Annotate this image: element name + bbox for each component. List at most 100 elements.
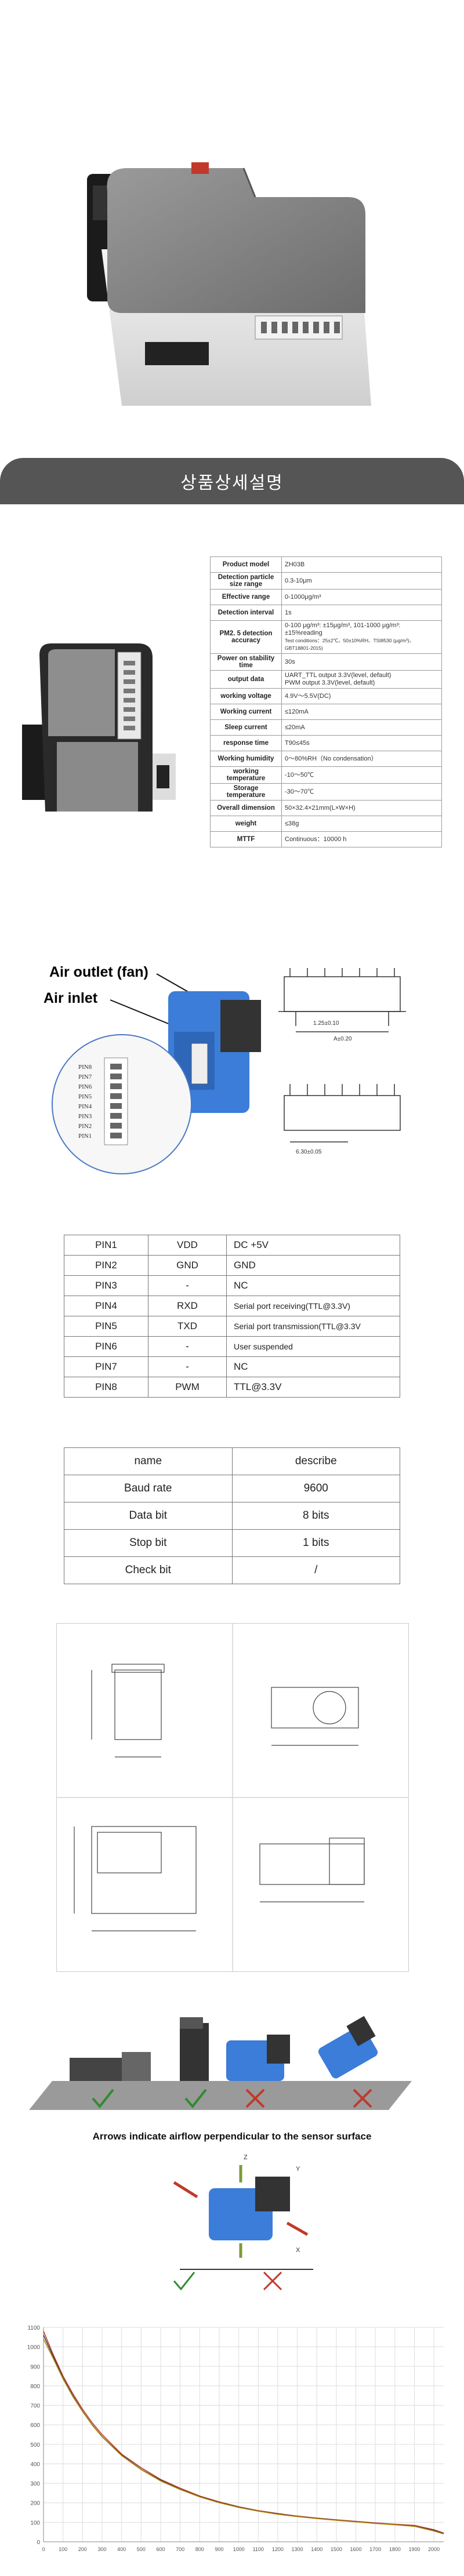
spec-key: Working current — [210, 704, 282, 720]
spec-key: weight — [210, 816, 282, 832]
spec-key: Storage temperature — [210, 783, 282, 801]
pin-desc: User suspended — [226, 1336, 400, 1357]
x-tick-label: 600 — [156, 2546, 165, 2552]
serial-value: 1 bits — [231, 1529, 400, 1557]
x-tick-label: 1300 — [292, 2546, 303, 2552]
x-tick-label: 700 — [176, 2546, 184, 2552]
svg-text:Z: Z — [244, 2154, 248, 2161]
spec-value: 30s — [281, 653, 442, 671]
spec-value: T90≤45s — [281, 735, 442, 751]
spec-value-pwm: PWM output 3.3V(level, default) — [285, 679, 375, 686]
air-outlet-label: Air outlet (fan) — [49, 964, 148, 980]
pin-name: TXD — [148, 1316, 227, 1337]
series-line-3 — [43, 2338, 444, 2535]
pin-desc: NC — [226, 1275, 400, 1296]
serial-row: Check bit/ — [64, 1556, 400, 1584]
serial-param: Stop bit — [64, 1529, 233, 1557]
spec-key: Sleep current — [210, 719, 282, 736]
spec-key: working temperature — [210, 766, 282, 784]
spec-row: Working current≤120mA — [210, 704, 442, 720]
pin-name: - — [148, 1275, 227, 1296]
y-tick-label: 200 — [30, 2501, 40, 2507]
pin-desc: Serial port transmission(TTL@3.3V — [226, 1316, 400, 1337]
serial-value: 9600 — [231, 1475, 400, 1502]
pin-label: PIN2 — [78, 1123, 92, 1130]
spec-value: -10～50℃ — [281, 766, 442, 784]
pin-label: PIN1 — [78, 1133, 92, 1140]
serial-header-describe: describe — [231, 1447, 400, 1475]
spec-value-note: Test conditions：25±2℃、50±10%RH、TSI8530 (… — [285, 638, 415, 651]
serial-header-name: name — [64, 1447, 233, 1475]
y-tick-label: 1000 — [27, 2345, 41, 2351]
spec-key: response time — [210, 735, 282, 751]
y-tick-label: 700 — [30, 2403, 40, 2410]
pin-number: PIN1 — [64, 1235, 148, 1256]
y-tick-label: 400 — [30, 2461, 40, 2468]
spec-key: working voltage — [210, 688, 282, 704]
spec-key: Effective range — [210, 589, 282, 605]
spec-value: 0-100 μg/m³: ±15μg/m³, 101-1000 μg/m³: ±… — [281, 620, 442, 654]
spec-row: Sleep current≤20mA — [210, 719, 442, 736]
pin-name: RXD — [148, 1296, 227, 1316]
spec-key: MTTF — [210, 831, 282, 847]
x-tick-label: 900 — [215, 2546, 223, 2552]
serial-value: / — [231, 1556, 400, 1584]
spec-key: Overall dimension — [210, 800, 282, 816]
spec-key: Power on stability time — [210, 653, 282, 671]
serial-value: 8 bits — [231, 1502, 400, 1530]
pin-label: PIN8 — [78, 1064, 92, 1071]
pin-row: PIN3-NC — [64, 1275, 400, 1296]
x-tick-label: 300 — [97, 2546, 106, 2552]
pin-row: PIN7-NC — [64, 1356, 400, 1377]
y-tick-label: 800 — [30, 2384, 40, 2390]
x-tick-label: 400 — [117, 2546, 126, 2552]
spec-value: ≤20mA — [281, 719, 442, 736]
spec-value-uart: UART_TTL output 3.3V(level, default) — [285, 672, 392, 679]
airflow-caption: Arrows indicate airflow perpendicular to… — [92, 2131, 372, 2142]
svg-text:Y: Y — [296, 2166, 300, 2173]
spec-key: Detection particle size range — [210, 572, 282, 590]
spec-value: 0.3-10μm — [281, 572, 442, 590]
spec-value: -30～70℃ — [281, 783, 442, 801]
section-title: 상품상세설명 — [180, 473, 284, 493]
pin-desc: GND — [226, 1255, 400, 1276]
dim-depth: 6.30±0.05 — [296, 1149, 322, 1155]
pin-number: PIN5 — [64, 1316, 148, 1337]
x-tick-label: 1400 — [311, 2546, 322, 2552]
y-tick-label: 1100 — [27, 2325, 40, 2331]
x-tick-label: 1500 — [331, 2546, 342, 2552]
x-tick-label: 1700 — [369, 2546, 381, 2552]
pin-desc: TTL@3.3V — [226, 1377, 400, 1398]
spec-row: Storage temperature-30～70℃ — [210, 783, 442, 801]
dim-pitch: 1.25±0.10 — [313, 1020, 339, 1027]
pin-label: PIN4 — [78, 1103, 92, 1110]
mechanical-drawings — [56, 1623, 409, 1972]
mounting-orientation-image — [29, 1965, 435, 2122]
serial-param: Check bit — [64, 1556, 233, 1584]
spec-key: PM2. 5 detection accuracy — [210, 620, 282, 654]
x-tick-label: 100 — [59, 2546, 67, 2552]
x-tick-label: 200 — [78, 2546, 87, 2552]
serial-param: Baud rate — [64, 1475, 233, 1502]
x-tick-label: 0 — [42, 2546, 45, 2552]
spec-key: Product model — [210, 556, 282, 573]
x-tick-label: 800 — [195, 2546, 204, 2552]
pin-name: PWM — [148, 1377, 227, 1398]
spec-value: ≤38g — [281, 816, 442, 832]
spec-key: Working humidity — [210, 751, 282, 767]
